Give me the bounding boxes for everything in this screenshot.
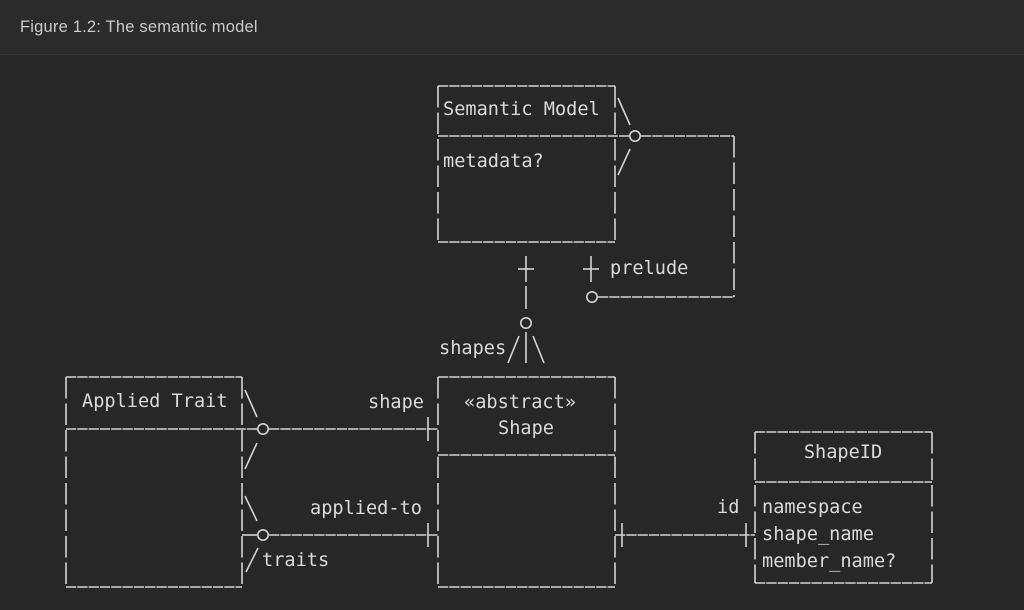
crow-foot-many-icon xyxy=(507,335,520,364)
applied-trait-box xyxy=(65,376,258,588)
zero-circle-icon xyxy=(628,130,641,143)
applied-trait-title: Applied Trait xyxy=(82,391,228,412)
zero-circle-icon xyxy=(519,316,532,329)
shape-id-attribute-namespace: namespace xyxy=(762,497,863,518)
shape-id-attribute-shape-name: shape_name xyxy=(762,524,874,545)
shape-role-label: shape xyxy=(368,392,424,413)
figure-caption: Figure 1.2: The semantic model xyxy=(20,17,258,36)
prelude-association-line xyxy=(583,97,735,303)
semantic-model-box xyxy=(437,85,629,243)
figure-header: Figure 1.2: The semantic model xyxy=(0,0,1024,55)
prelude-label: prelude xyxy=(610,258,689,279)
semantic-model-attribute-metadata: metadata? xyxy=(443,151,544,172)
applied-to-association-line xyxy=(242,495,438,573)
many-fork-icon xyxy=(244,389,258,418)
id-association-line xyxy=(615,523,755,547)
crow-foot-many-icon xyxy=(532,335,545,364)
shapes-association-line xyxy=(507,256,545,364)
shape-box xyxy=(437,376,616,588)
many-fork-icon xyxy=(245,547,259,573)
id-label: id xyxy=(717,497,740,518)
shape-association-line xyxy=(244,389,438,470)
zero-circle-icon xyxy=(256,422,269,435)
zero-circle-icon xyxy=(585,290,598,303)
shape-id-attribute-member-name: member_name? xyxy=(762,551,897,572)
shapes-label: shapes xyxy=(439,338,507,359)
shape-title: Shape xyxy=(498,418,554,439)
many-fork-icon xyxy=(617,148,631,176)
shape-id-title: ShapeID xyxy=(803,442,883,463)
applied-to-label: applied-to xyxy=(310,498,422,519)
semantic-model-title: Semantic Model xyxy=(443,99,600,120)
zero-circle-icon xyxy=(256,528,269,541)
many-fork-icon xyxy=(244,495,258,522)
traits-label: traits xyxy=(262,550,330,571)
many-fork-icon xyxy=(617,97,631,126)
shape-stereotype: «abstract» xyxy=(464,392,576,413)
many-fork-icon xyxy=(244,442,258,470)
shape-id-box xyxy=(754,431,933,584)
